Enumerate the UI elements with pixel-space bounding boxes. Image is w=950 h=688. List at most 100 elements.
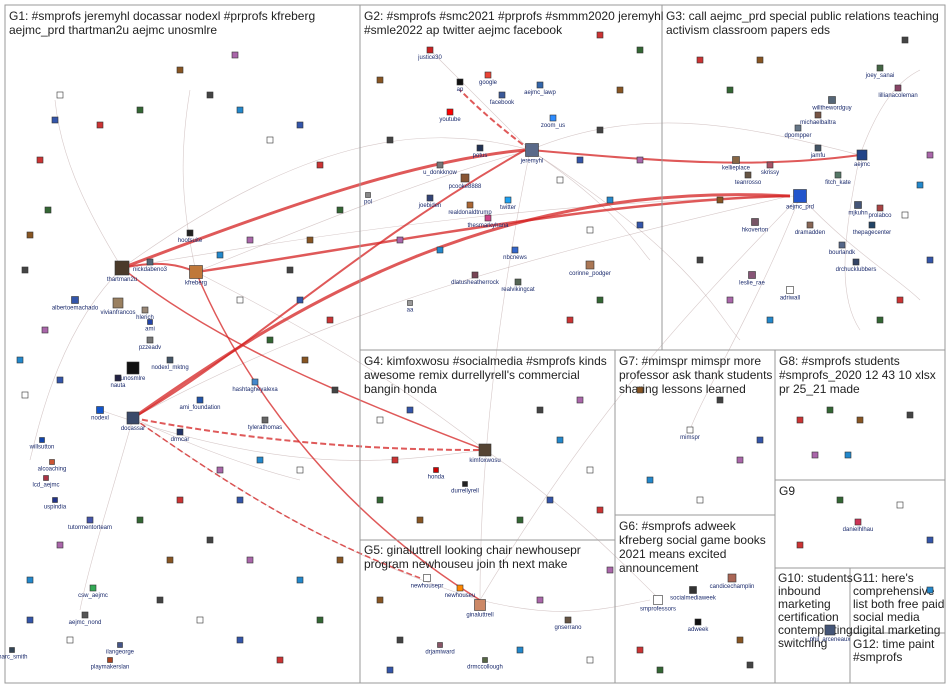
title-line: professor ask thank students [619,368,772,382]
graph-node [336,206,344,214]
node-aejmc: aejmc [854,149,870,168]
graph-node [596,296,604,304]
node-label: smprofessors [640,607,676,613]
node-honda: honda [428,467,445,481]
title-line: marketing [778,597,831,611]
node-avatar [476,144,484,152]
title-line: G12: time paint [853,637,935,651]
graph-node [176,66,184,74]
node-label: nodexl_mktng [151,365,188,371]
title-line: #smprofs [853,650,902,664]
node-label: jeremyhl [520,159,544,165]
graph-node [616,86,624,94]
graph-node [236,496,244,504]
node-socialmediaweek: socialmediaweek [670,586,717,602]
node-label: nbcnews [503,255,527,261]
graph-node [386,666,394,674]
node-label: playmakerslan [91,665,130,671]
node-label: twitter [500,205,516,211]
node-avatar [86,516,94,524]
graph-node [376,76,384,84]
node-google: google [479,71,498,86]
node-label: drjamiward [425,650,454,656]
graph-node [306,236,314,244]
node-avatar [585,260,595,270]
node-marc-smith: marc_smith [0,647,28,661]
node-label: ginaluttrell [466,613,493,619]
node-avatar [834,171,842,179]
node-justice30: justice30 [417,46,443,61]
node-avatar [794,124,802,132]
graph-node [416,516,424,524]
node-avatar [112,297,124,309]
node-avatar [471,271,479,279]
title-line: #smprofs_2020 12 43 10 xlsx [779,368,936,382]
graph-node [216,251,224,259]
node-avatar [126,361,140,375]
graph-node [96,121,104,129]
node-label: candicechamplin [710,584,755,590]
node-label: tylerathomas [248,425,282,431]
node-label: albertoemachado [52,306,99,312]
graph-node [926,151,934,159]
graph-node [756,56,764,64]
graph-node [696,496,704,504]
graph-node [636,156,644,164]
node-ginaluttrell: ginaluttrell [466,599,494,619]
node-avatar [43,475,49,481]
node-label: tutormentorteam [68,525,112,531]
title-line: digital marketing [853,623,940,637]
graph-node [436,246,444,254]
node-dlatusheatherrock: dlatusheatherrock [451,271,500,286]
node-kimfoxwosu: kimfoxwosu [469,443,501,464]
node-label: lillianacoleman [878,93,917,99]
node-avatar [536,81,544,89]
title-line: announcement [619,561,699,575]
group-title-g5: G5: ginaluttrell looking chair newhousep… [364,543,581,571]
node-pcooke8888: pcooke8888 [449,173,482,190]
node-avatar [474,599,486,611]
title-line: comprehensive [853,584,935,598]
node-label: aejmc [854,162,870,168]
node-avatar [793,189,807,203]
graph-node [216,466,224,474]
node-label: realdonaldtrump [448,210,492,216]
node-aejmc-lawp: aejmc_lawp [524,81,557,96]
group-title-g12: G12: time paint#smprofs [853,637,935,664]
node-michaelbaltra: michaelbaltra [800,111,837,126]
node-csw-aejmc: csw_aejmc [78,584,108,599]
graph-node [236,296,244,304]
graph-node [656,666,664,674]
group-title-g3: G3: call aejmc_prd special public relati… [666,9,939,37]
node-label: dramadden [795,230,825,236]
graph-node [516,646,524,654]
graph-node [231,51,239,59]
node-label: teanrosso [735,180,762,186]
node-corinne-podger: corinne_podger [569,260,611,277]
node-tutormentorteam: tutormentorteam [68,516,112,531]
node-layer: thartman2ukfrebergnickdabeno3albertoemac… [0,31,934,674]
node-dpompper: dpompper [784,124,812,139]
node-label: potus [473,153,488,159]
graph-node [44,206,52,214]
node-avatar [89,584,97,592]
node-danielhlhau: danielhlhau [843,518,873,533]
node-willthewordguy: willthewordguy [811,96,852,112]
node-label: google [479,80,498,86]
graph-node [736,456,744,464]
node-alcoaching: alcoaching [38,459,66,473]
title-line: bangin honda [364,382,437,396]
node-avatar [141,306,149,314]
graph-node [316,616,324,624]
node-jamfu: jamfu [810,144,825,159]
node-avatar [81,611,89,619]
node-label: willsutton [29,445,55,451]
graph-node [276,656,284,664]
graph-node [206,536,214,544]
node-label: youtube [439,117,461,123]
node-label: ami_foundation [179,405,220,411]
graph-node [136,106,144,114]
node-fitch-kate: fitch_kate [825,171,852,186]
node-label: corinne_podger [569,271,611,277]
node-label: hashtagheyalexa [232,387,278,393]
